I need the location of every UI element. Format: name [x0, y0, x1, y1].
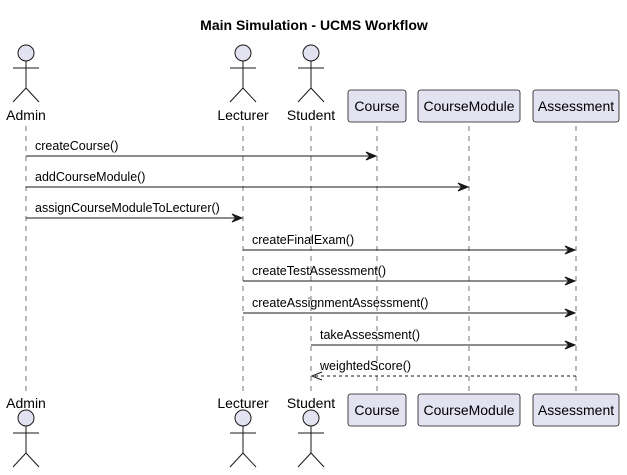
message-2: addCourseModule() — [26, 170, 470, 192]
participant-label-top-student: Student — [287, 107, 335, 123]
actor-head — [234, 409, 252, 427]
actor-head — [17, 409, 35, 427]
top-admin-actor-icon — [12, 44, 40, 103]
participants-top: Admin Lecturer Student Course CourseModule As… — [6, 44, 620, 123]
participants-bottom: Admin Lecturer Student Course CourseModule As… — [6, 393, 620, 468]
message-label: createCourse() — [35, 139, 118, 153]
participant-label-top-admin: Admin — [6, 107, 46, 123]
actor-head — [234, 44, 252, 62]
participant-box-bottom-assessment: Assessment — [532, 393, 620, 427]
arrowhead-icon — [231, 213, 244, 223]
arrowhead-icon — [457, 182, 470, 192]
actor-head — [17, 44, 35, 62]
messages: createCourse() addCourseModule() assignCou… — [26, 139, 577, 381]
diagram-title: Main Simulation - UCMS Workflow — [200, 17, 428, 33]
message-8: weightedScore() — [310, 359, 576, 381]
top-student-actor-icon — [297, 44, 325, 103]
bottom-lecturer-actor-icon — [229, 409, 257, 468]
participant-label-top-lecturer: Lecturer — [217, 107, 269, 123]
actor-head — [302, 44, 320, 62]
participant-label-bottom-assessment: Assessment — [538, 402, 614, 418]
message-label: addCourseModule() — [35, 170, 145, 184]
message-label: weightedScore() — [319, 359, 411, 373]
participant-label-top-course: Course — [354, 98, 399, 114]
arrowhead-icon — [564, 245, 577, 255]
participant-label-bottom-student: Student — [287, 395, 335, 411]
participant-box-bottom-course: Course — [347, 393, 407, 427]
message-4: createFinalExam() — [243, 233, 577, 255]
actor-head — [302, 409, 320, 427]
participant-label-bottom-admin: Admin — [6, 395, 46, 411]
message-label: createAssignmentAssessment() — [252, 296, 428, 310]
message-label: createFinalExam() — [252, 233, 354, 247]
participant-label-top-coursemodule: CourseModule — [423, 98, 514, 114]
message-label: assignCourseModuleToLecturer() — [35, 201, 220, 215]
message-5: createTestAssessment() — [243, 264, 577, 286]
arrowhead-icon — [365, 151, 378, 161]
arrowhead-icon — [564, 308, 577, 318]
participant-box-bottom-coursemodule: CourseModule — [417, 393, 521, 427]
message-label: takeAssessment() — [320, 328, 420, 342]
participant-box-top-course: Course — [347, 89, 407, 123]
participant-label-bottom-coursemodule: CourseModule — [423, 402, 514, 418]
lifelines — [25, 126, 577, 393]
arrowhead-icon — [564, 276, 577, 286]
participant-label-bottom-course: Course — [354, 402, 399, 418]
bottom-student-actor-icon — [297, 409, 325, 468]
bottom-admin-actor-icon — [12, 409, 40, 468]
message-3: assignCourseModuleToLecturer() — [26, 201, 244, 223]
participant-box-top-assessment: Assessment — [532, 89, 620, 123]
message-6: createAssignmentAssessment() — [243, 296, 577, 318]
message-label: createTestAssessment() — [252, 264, 386, 278]
arrowhead-icon — [564, 340, 577, 350]
participant-label-top-assessment: Assessment — [538, 98, 614, 114]
message-1: createCourse() — [26, 139, 378, 161]
participant-box-top-coursemodule: CourseModule — [417, 89, 521, 123]
message-7: takeAssessment() — [311, 328, 577, 350]
return-arrowhead-icon — [310, 371, 323, 381]
participant-label-bottom-lecturer: Lecturer — [217, 395, 269, 411]
top-lecturer-actor-icon — [229, 44, 257, 103]
